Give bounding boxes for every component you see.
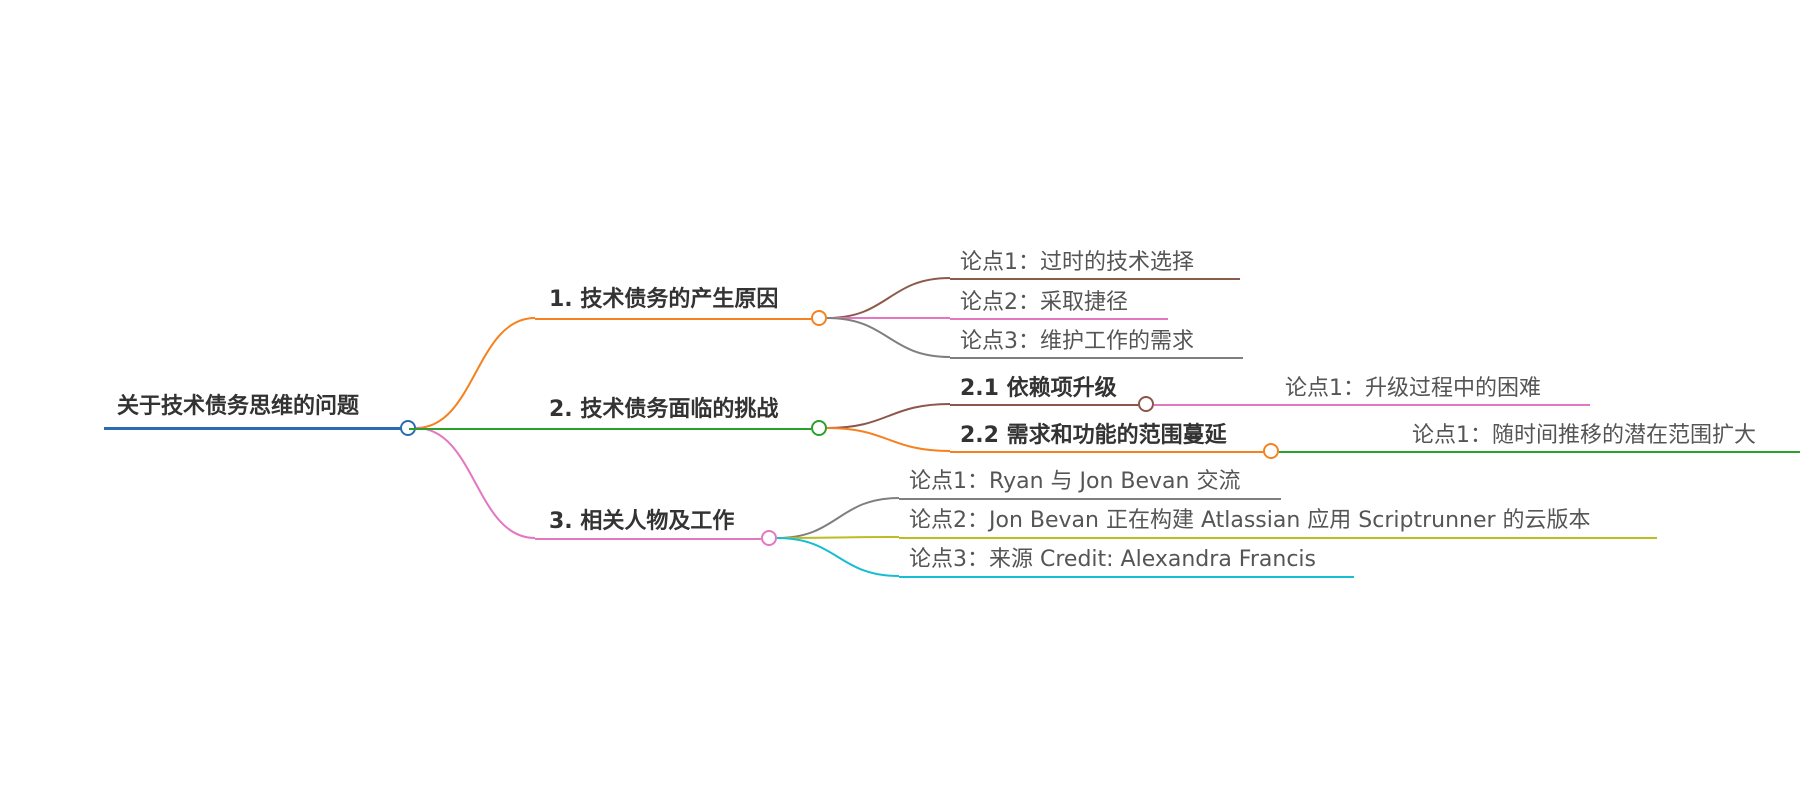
connector-branch-1-leaf-1 — [826, 277, 951, 319]
branch-3-leaf-2[interactable]: 论点2：Jon Bevan 正在构建 Atlassian 应用 Scriptru… — [909, 508, 1591, 533]
connector-root-branch-1 — [415, 317, 536, 429]
connector-branch-3-leaf-3 — [776, 537, 900, 577]
branch-2-sub-1-collapse-toggle[interactable] — [1138, 396, 1154, 412]
branch-1-leaf-3-underline — [950, 357, 1243, 359]
branch-1-topic[interactable]: 1. 技术债务的产生原因 — [549, 287, 779, 312]
branch-1-collapse-toggle[interactable] — [811, 310, 827, 326]
connector-branch-3-leaf-1 — [776, 497, 900, 539]
branch-2-sub-1-leaf-1[interactable]: 论点1：升级过程中的困难 — [1285, 376, 1541, 401]
branch-2-sub-1-leaf-1-underline — [1154, 404, 1590, 406]
root-topic[interactable]: 关于技术债务思维的问题 — [117, 394, 360, 419]
connector-branch-2-sub-2 — [826, 427, 951, 452]
branch-3-leaf-1-underline — [899, 498, 1281, 500]
branch-3-topic[interactable]: 3. 相关人物及工作 — [549, 509, 735, 534]
branch-2-sub-2-leaf-1[interactable]: 论点1：随时间推移的潜在范围扩大 — [1412, 423, 1756, 448]
connector-root-branch-3 — [415, 427, 536, 539]
branch-1-underline — [535, 318, 815, 320]
branch-2-topic[interactable]: 2. 技术债务面临的挑战 — [549, 397, 779, 422]
branch-3-underline — [535, 538, 761, 540]
branch-3-leaf-3-underline — [899, 576, 1354, 578]
branch-2-sub-1-underline — [950, 404, 1140, 406]
branch-2-sub-2-topic[interactable]: 2.2 需求和功能的范围蔓延 — [960, 423, 1227, 448]
branch-1-leaf-2-underline — [950, 318, 1168, 320]
root-underline — [104, 427, 409, 430]
branch-1-leaf-2[interactable]: 论点2：采取捷径 — [960, 290, 1128, 315]
branch-3-leaf-2-underline — [899, 537, 1657, 539]
branch-1-leaf-3[interactable]: 论点3：维护工作的需求 — [960, 329, 1194, 354]
branch-2-sub-1-topic[interactable]: 2.1 依赖项升级 — [960, 376, 1117, 401]
branch-2-underline — [409, 428, 811, 430]
branch-2-sub-2-collapse-toggle[interactable] — [1263, 443, 1279, 459]
connector-branch-3-leaf-2 — [776, 536, 900, 539]
connector-branch-2-sub-1 — [826, 403, 951, 429]
connector-branch-1-leaf-3 — [826, 317, 951, 358]
branch-2-sub-2-leaf-1-underline — [1279, 451, 1800, 453]
branch-3-collapse-toggle[interactable] — [761, 530, 777, 546]
branch-2-collapse-toggle[interactable] — [811, 420, 827, 436]
branch-1-leaf-1-underline — [950, 278, 1240, 280]
branch-1-leaf-1[interactable]: 论点1：过时的技术选择 — [960, 250, 1194, 275]
branch-3-leaf-3[interactable]: 论点3：来源 Credit: Alexandra Francis — [909, 547, 1316, 572]
branch-2-sub-2-underline — [950, 451, 1265, 453]
branch-3-leaf-1[interactable]: 论点1：Ryan 与 Jon Bevan 交流 — [909, 469, 1241, 494]
